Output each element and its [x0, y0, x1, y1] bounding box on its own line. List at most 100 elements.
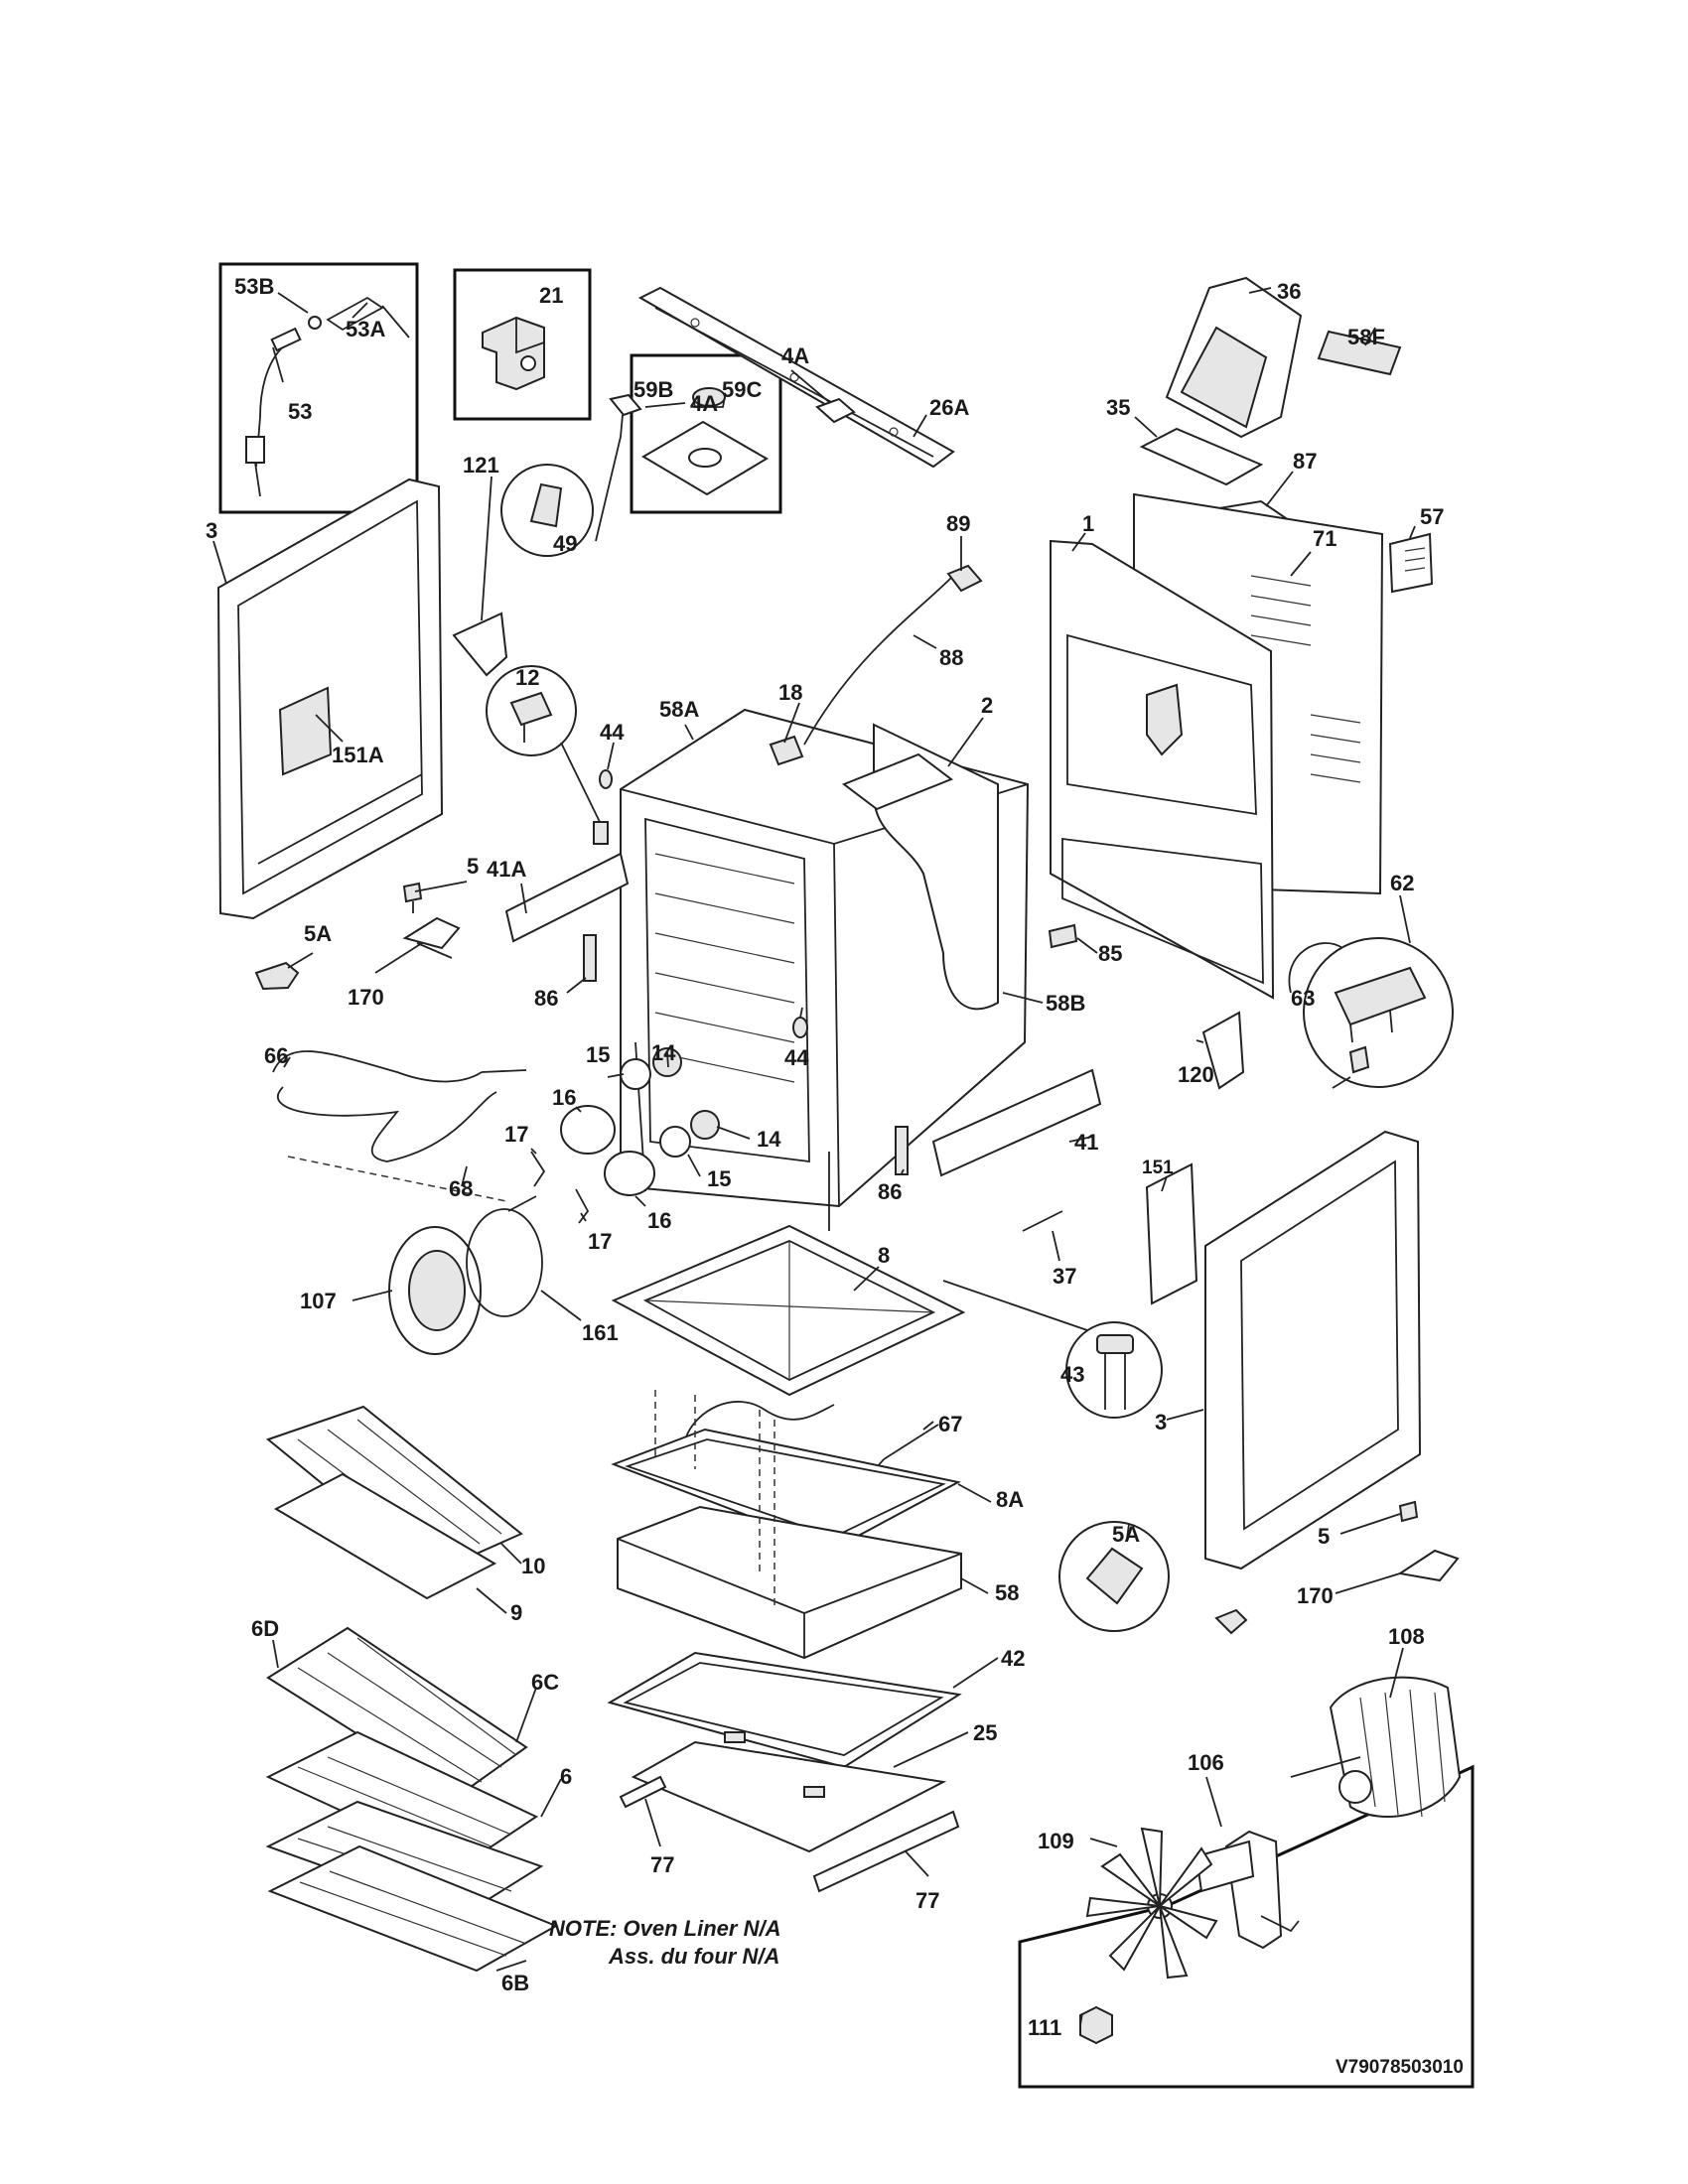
- callout-5-left: 5: [467, 854, 479, 879]
- broil-pan-9: [273, 1472, 497, 1600]
- callout-86-bot: 86: [878, 1179, 902, 1204]
- bulb-15-bot: [659, 1126, 691, 1158]
- callout-2: 2: [981, 693, 993, 718]
- detail-circle-5A: [1058, 1521, 1170, 1632]
- cover-57: [1388, 532, 1434, 594]
- callout-14-top: 14: [651, 1040, 676, 1065]
- callout-4A-mid: 4A: [781, 343, 809, 368]
- callout-59C: 59C: [722, 377, 762, 402]
- callout-77-right: 77: [915, 1888, 939, 1913]
- foot-5A-left: [254, 961, 300, 991]
- callout-3-left: 3: [206, 518, 217, 543]
- callout-5-right: 5: [1318, 1524, 1330, 1549]
- callout-66: 66: [264, 1043, 288, 1068]
- bracket-121: [452, 612, 508, 677]
- callout-15-top: 15: [586, 1042, 610, 1067]
- callout-41A: 41A: [487, 857, 526, 882]
- callout-53A: 53A: [346, 317, 385, 341]
- leveler-170-right: [1397, 1549, 1460, 1582]
- wire-37: [1022, 1210, 1063, 1232]
- callout-6B: 6B: [501, 1971, 529, 1995]
- rear-frame-1: [1050, 539, 1275, 1000]
- detail-circle-12: [486, 665, 609, 845]
- duct-gasket-35: [1139, 427, 1264, 486]
- probe-wire-88: [803, 564, 983, 746]
- callout-161: 161: [582, 1320, 619, 1345]
- lamp-44-mid: [792, 1017, 808, 1038]
- clip-4A-mid: [815, 397, 856, 424]
- callout-43: 43: [1060, 1362, 1084, 1387]
- callout-71: 71: [1313, 526, 1336, 551]
- inset-box-switch: [453, 268, 592, 421]
- wire-68: [287, 1156, 507, 1202]
- callout-58B: 58B: [1046, 991, 1085, 1016]
- callout-170-right: 170: [1297, 1583, 1334, 1608]
- callout-58A: 58A: [659, 697, 699, 722]
- bottom-insulation-58: [617, 1505, 962, 1660]
- leader-lines: [212, 287, 1416, 2026]
- callout-3-right: 3: [1155, 1410, 1167, 1434]
- callout-151A: 151A: [332, 743, 384, 767]
- lamp-44-top: [599, 769, 613, 789]
- callout-120: 120: [1178, 1062, 1214, 1087]
- callout-16-top: 16: [552, 1085, 576, 1110]
- callout-88: 88: [939, 645, 963, 670]
- detail-circle-62: [1288, 937, 1454, 1089]
- detail-circle-43: [942, 1280, 1163, 1419]
- callout-111: 111: [1028, 2015, 1061, 2040]
- rail-41: [931, 1068, 1102, 1177]
- callout-44-top: 44: [600, 720, 625, 745]
- broil-element-66: [272, 1050, 527, 1162]
- clip-17-top: [530, 1151, 546, 1187]
- clip-4A-top: [595, 393, 642, 542]
- detail-circle-49: [500, 464, 594, 557]
- callout-8A: 8A: [996, 1487, 1024, 1512]
- bottom-shield-25: [631, 1731, 947, 1853]
- clip-17-bot: [575, 1188, 590, 1224]
- sensor-85: [1048, 923, 1078, 949]
- gasket-161: [466, 1195, 543, 1317]
- callout-57: 57: [1420, 504, 1444, 529]
- callout-17-bot: 17: [588, 1229, 612, 1254]
- callout-53: 53: [288, 399, 312, 424]
- callout-1: 1: [1082, 511, 1094, 536]
- callout-62: 62: [1390, 871, 1414, 895]
- lens-16-top: [560, 1105, 616, 1155]
- callout-9: 9: [510, 1600, 522, 1625]
- inset-box-convection-fan: [1018, 1676, 1475, 2089]
- callout-85: 85: [1098, 941, 1122, 966]
- support-151: [1145, 1162, 1198, 1305]
- callout-10: 10: [521, 1554, 545, 1578]
- lamp-socket-14-bot: [690, 1110, 720, 1140]
- callout-151: 151: [1142, 1158, 1174, 1178]
- callout-108: 108: [1388, 1624, 1425, 1649]
- callout-26A: 26A: [929, 395, 969, 420]
- callout-18: 18: [778, 680, 802, 705]
- callout-63: 63: [1291, 986, 1315, 1011]
- bottom-panel-8: [611, 1224, 966, 1397]
- inset-box-gasket: [630, 353, 782, 514]
- callout-12: 12: [515, 665, 539, 690]
- callout-21: 21: [539, 283, 563, 308]
- callout-77-left: 77: [650, 1852, 674, 1877]
- lens-16-bot: [604, 1151, 655, 1196]
- callout-58: 58: [995, 1580, 1019, 1605]
- bracket-120: [1201, 1011, 1245, 1090]
- vent-duct-part: [1165, 276, 1303, 439]
- callout-6: 6: [560, 1764, 572, 1789]
- rail-41A: [504, 852, 630, 943]
- callout-53B: 53B: [234, 274, 274, 299]
- oven-rack-6B: [267, 1844, 559, 1973]
- note-line-1: NOTE: Oven Liner N/A: [549, 1916, 780, 1941]
- callout-87: 87: [1293, 449, 1317, 474]
- hinge-86-top: [583, 934, 597, 982]
- callout-6D: 6D: [251, 1616, 279, 1641]
- callout-14-bot: 14: [757, 1127, 781, 1152]
- callout-5A-left: 5A: [304, 921, 332, 946]
- callout-68: 68: [449, 1176, 473, 1201]
- fan-blades-part: [1085, 1827, 1218, 1979]
- side-panel-3-left: [216, 478, 444, 920]
- screw-5-right: [1398, 1500, 1419, 1523]
- rail-77-right: [812, 1810, 960, 1893]
- callout-labels: 53B 53A 53 21 26A 4A 49 4A 59B 59C 36 58…: [206, 274, 1444, 2040]
